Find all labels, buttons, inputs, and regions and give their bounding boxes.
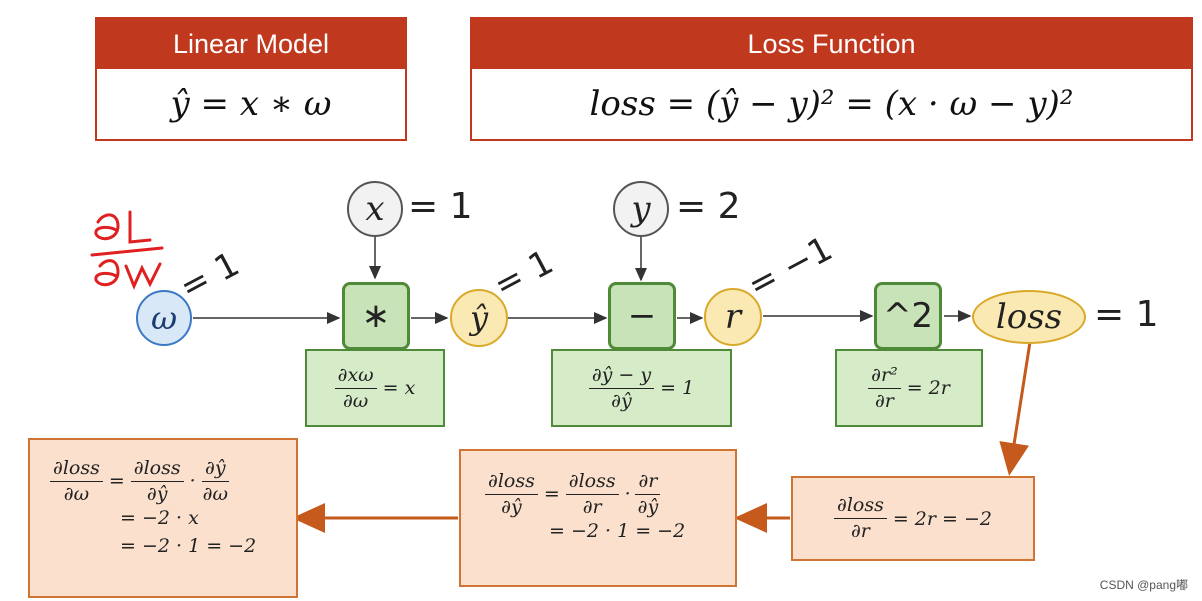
local-grad-multiply-rhs: = x (382, 377, 416, 399)
dloss-domega-box: ∂loss ∂ω = ∂loss ∂ŷ · ∂ŷ ∂ω = −2 · x = −… (28, 438, 298, 598)
dloss-dr-rhs: = 2r = −2 (892, 507, 992, 530)
local-grad-square-num: ∂r² (868, 364, 901, 389)
subtract-op: − (608, 282, 676, 350)
dloss-dr-frac: ∂loss ∂r (834, 495, 887, 542)
loss-function-formula: loss = (ŷ − y)² = (x · ω − y)² (589, 84, 1074, 124)
dloss-dyhat-b-den: ∂ŷ (637, 495, 659, 518)
local-grad-subtract-frac: ∂ŷ − y ∂ŷ (588, 364, 655, 412)
dloss-domega-line1: ∂loss ∂ω = ∂loss ∂ŷ · ∂ŷ ∂ω (50, 458, 296, 505)
dloss-dyhat-line1: ∂loss ∂ŷ = ∂loss ∂r · ∂r ∂ŷ (485, 471, 735, 518)
dloss-dyhat-lhs-den: ∂ŷ (501, 495, 522, 518)
dloss-domega-b: ∂ŷ ∂ω (200, 458, 231, 505)
dloss-domega-b-num: ∂ŷ (202, 458, 229, 482)
multiply-op: ∗ (342, 282, 410, 350)
local-grad-subtract-den: ∂ŷ (611, 389, 632, 412)
dloss-domega-lhs-num: ∂loss (50, 458, 103, 482)
dloss-domega-line2: = −2 · x (120, 506, 199, 529)
dloss-dyhat-a-den: ∂r (582, 495, 602, 518)
local-grad-square-rhs: = 2r (906, 377, 950, 399)
handwritten-derivative (90, 210, 164, 290)
loss-value: = 1 (1094, 294, 1159, 335)
dloss-dyhat-dot: · (624, 483, 631, 506)
dloss-dyhat-a: ∂loss ∂r (565, 471, 619, 518)
linear-model-box: Linear Model ŷ = x ∗ ω (95, 17, 407, 141)
local-grad-multiply-frac: ∂xω ∂ω (334, 364, 377, 412)
local-grad-multiply-num: ∂xω (334, 364, 377, 389)
r-label: r (724, 297, 742, 337)
yhat-node: ŷ (450, 289, 508, 347)
watermark: CSDN @pang嘟 (1099, 578, 1188, 592)
local-grad-subtract-num: ∂ŷ − y (588, 364, 655, 389)
r-node: r (704, 288, 762, 346)
linear-model-formula: ŷ = x ∗ ω (170, 84, 332, 124)
square-op: ^2 (874, 282, 942, 350)
dloss-domega-b-den: ∂ω (202, 482, 228, 505)
dloss-dyhat-line2: = −2 · 1 = −2 (549, 519, 686, 542)
omega-node: ω (136, 290, 192, 346)
dloss-dyhat-eq: = (543, 483, 560, 506)
x-value: = 1 (408, 186, 473, 227)
loss-label: loss (995, 297, 1063, 337)
x-node: x (347, 181, 403, 237)
dloss-domega-a: ∂loss ∂ŷ (130, 458, 184, 505)
y-label: y (631, 189, 651, 229)
y-value: = 2 (676, 186, 741, 227)
linear-model-title: Linear Model (97, 19, 405, 69)
dloss-dyhat-b-num: ∂r (635, 471, 661, 495)
dloss-dyhat-a-num: ∂loss (565, 471, 619, 495)
back-edge-loss (999, 341, 1032, 476)
dloss-dr-den: ∂r (850, 520, 870, 542)
dloss-domega-dot: · (189, 470, 196, 493)
square-symbol: ^2 (882, 296, 934, 336)
subtract-symbol: − (627, 296, 657, 336)
loss-node: loss (972, 290, 1086, 344)
dloss-dyhat-lhs-num: ∂loss (485, 471, 538, 495)
y-node: y (613, 181, 669, 237)
yhat-label: ŷ (469, 299, 489, 337)
loss-function-title: Loss Function (472, 19, 1191, 69)
dloss-domega-lhs: ∂loss ∂ω (50, 458, 103, 505)
local-grad-square: ∂r² ∂r = 2r (835, 349, 983, 427)
omega-label: ω (150, 299, 178, 337)
loss-function-box: Loss Function loss = (ŷ − y)² = (x · ω −… (470, 17, 1193, 141)
local-grad-square-frac: ∂r² ∂r (868, 364, 901, 412)
local-grad-subtract-rhs: = 1 (660, 377, 695, 399)
dloss-domega-a-num: ∂loss (130, 458, 184, 482)
local-grad-multiply: ∂xω ∂ω = x (305, 349, 445, 427)
local-grad-multiply-den: ∂ω (342, 389, 369, 412)
dloss-domega-lhs-den: ∂ω (63, 482, 90, 505)
multiply-symbol: ∗ (361, 296, 391, 336)
dloss-dyhat-b: ∂r ∂ŷ (635, 471, 662, 518)
dloss-domega-eq: = (108, 470, 125, 493)
dloss-dr-num: ∂loss (834, 495, 887, 519)
local-grad-square-den: ∂r (874, 389, 894, 412)
dloss-domega-line3: = −2 · 1 = −2 (120, 534, 257, 557)
dloss-dyhat-box: ∂loss ∂ŷ = ∂loss ∂r · ∂r ∂ŷ = −2 · 1 = −… (459, 449, 737, 587)
x-label: x (365, 189, 385, 229)
local-grad-subtract: ∂ŷ − y ∂ŷ = 1 (551, 349, 732, 427)
dloss-domega-a-den: ∂ŷ (146, 482, 168, 505)
dloss-dr-box: ∂loss ∂r = 2r = −2 (791, 476, 1035, 561)
dloss-dyhat-lhs: ∂loss ∂ŷ (485, 471, 538, 518)
